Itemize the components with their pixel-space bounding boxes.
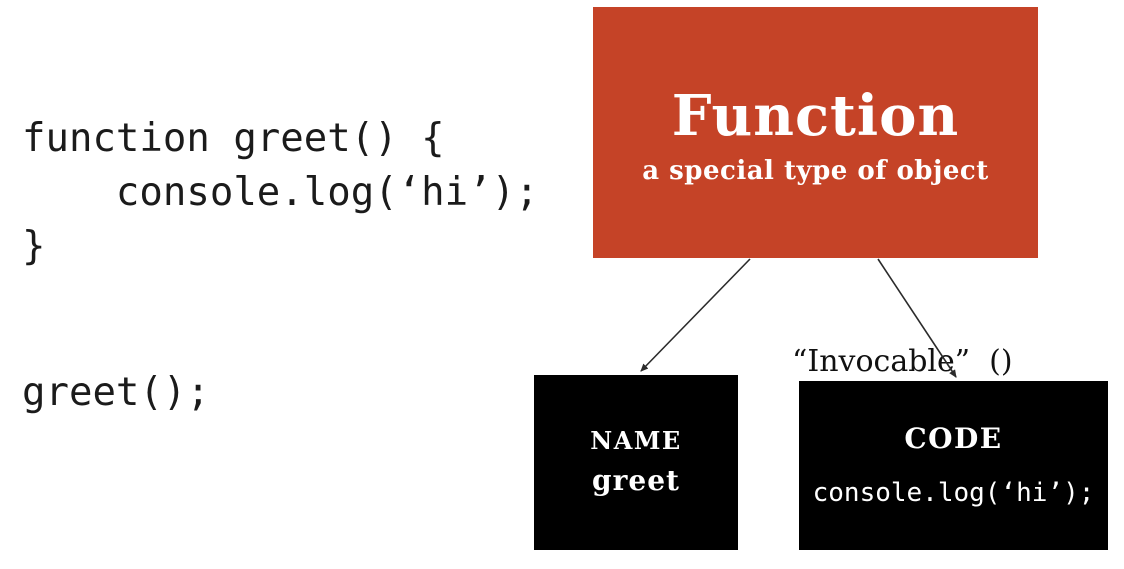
name-box: NAME greet (534, 375, 738, 550)
code-box-label: CODE (904, 422, 1003, 456)
function-box: Function a special type of object (593, 7, 1038, 258)
arrow-function-to-name-box (640, 258, 751, 372)
name-box-label: NAME (590, 426, 682, 456)
invocable-annotation: “Invocable” () (792, 344, 1013, 379)
code-snippet-definition: function greet() { console.log(‘hi’); } (22, 112, 539, 274)
code-line-console-log: console.log(‘hi’); (22, 170, 539, 215)
code-box-value: console.log(‘hi’); (812, 477, 1095, 508)
function-box-subtitle: a special type of object (642, 156, 989, 187)
function-box-title: Function (671, 82, 960, 149)
code-line-closing-brace: } (22, 224, 46, 269)
code-box: CODE console.log(‘hi’); (799, 381, 1108, 550)
code-snippet-call: greet(); (22, 370, 210, 415)
code-line-function-declaration: function greet() { (22, 116, 445, 161)
name-box-value: greet (592, 464, 680, 498)
